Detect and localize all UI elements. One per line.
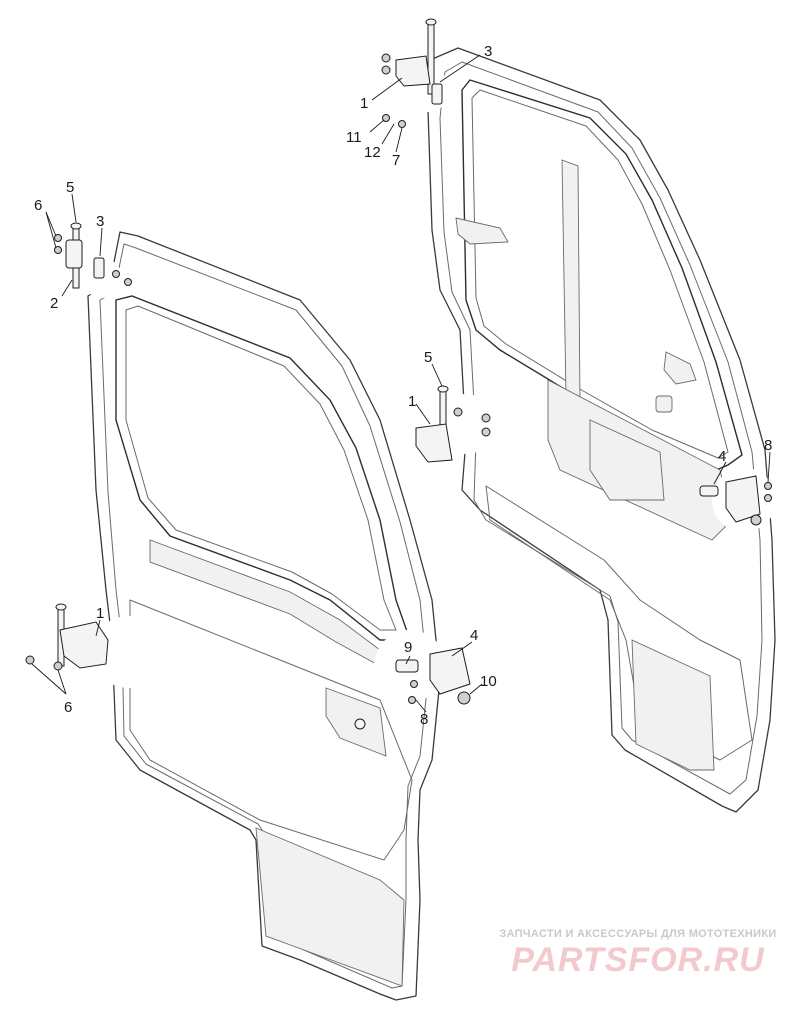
watermark-tagline: ЗАПЧАСТИ И АКСЕССУАРЫ ДЛЯ МОТОТЕХНИКИ bbox=[499, 928, 777, 940]
bolt-head bbox=[112, 270, 120, 278]
pin-washer bbox=[437, 385, 449, 393]
striker-bolt bbox=[699, 485, 719, 497]
right-door-inner-handle-recess bbox=[589, 419, 665, 501]
left-door-lower-panel bbox=[129, 599, 413, 861]
pin-washer bbox=[70, 222, 82, 230]
bolt-head bbox=[25, 655, 35, 665]
watermark: ЗАПЧАСТИ И АКСЕССУАРЫ ДЛЯ МОТОТЕХНИКИ PA… bbox=[488, 928, 788, 978]
right-door-pocket bbox=[631, 639, 715, 771]
callout-left-top-3: 3 bbox=[96, 213, 104, 230]
left-door-frame-inner-edge bbox=[99, 243, 429, 989]
bolt-head bbox=[398, 120, 406, 128]
callout-labels: 3 1 11 12 7 5 1 4 8 6 5 3 2 1 6 9 4 10 8 bbox=[34, 43, 772, 728]
right-door-window-inner bbox=[471, 89, 729, 459]
callout-right-latch-4: 4 bbox=[718, 448, 726, 465]
left-door-outer-view bbox=[87, 231, 441, 1001]
striker-bolt bbox=[395, 659, 419, 673]
latch-plate bbox=[429, 647, 471, 695]
bolt-head bbox=[481, 413, 491, 423]
hinge-bracket bbox=[415, 423, 453, 463]
leader-lines bbox=[31, 54, 771, 713]
callout-right-latch-8: 8 bbox=[764, 437, 772, 454]
callout-left-top-6: 6 bbox=[34, 197, 42, 214]
right-door-lock-button bbox=[655, 395, 673, 413]
callout-left-latch-8: 8 bbox=[420, 711, 428, 728]
bolt-head bbox=[453, 407, 463, 417]
callout-left-latch-4: 4 bbox=[470, 627, 478, 644]
right-door-lower-panel bbox=[485, 485, 753, 761]
bolt-head bbox=[382, 114, 390, 122]
callout-right-mid-1: 1 bbox=[408, 393, 416, 410]
bolt-head bbox=[481, 427, 491, 437]
callout-left-bottom-6: 6 bbox=[64, 699, 72, 716]
hinge-bracket bbox=[395, 55, 431, 87]
bolt-head bbox=[764, 494, 772, 502]
bolt-head bbox=[381, 53, 391, 63]
callout-right-top-12: 12 bbox=[364, 144, 381, 161]
bolt-head bbox=[54, 234, 62, 242]
right-door-inner-view bbox=[427, 47, 776, 813]
bolt-head bbox=[410, 680, 418, 688]
bolt-head bbox=[408, 696, 416, 704]
bolt-head bbox=[53, 661, 63, 671]
left-bottom-hinge-group bbox=[25, 603, 164, 688]
left-top-hinge-group bbox=[54, 222, 132, 298]
left-door-lock-cylinder bbox=[354, 718, 366, 730]
callout-right-mid-5: 5 bbox=[424, 349, 432, 366]
callout-right-top-7: 7 bbox=[392, 152, 400, 169]
latch-plate bbox=[725, 475, 761, 523]
left-door-window-inner bbox=[125, 305, 397, 631]
right-latch-group bbox=[699, 468, 776, 532]
hinge-plate bbox=[431, 83, 443, 105]
callout-left-top-5: 5 bbox=[66, 179, 74, 196]
callout-right-top-3: 3 bbox=[484, 43, 492, 60]
left-latch-group bbox=[374, 630, 471, 705]
pin-washer bbox=[55, 603, 67, 611]
right-door-lock-knob bbox=[663, 351, 697, 385]
callout-right-top-1: 1 bbox=[360, 95, 368, 112]
bolt-head bbox=[764, 482, 772, 490]
right-top-hinge-group bbox=[381, 18, 450, 128]
callout-left-latch-9: 9 bbox=[404, 639, 412, 656]
callout-left-latch-10: 10 bbox=[480, 673, 497, 690]
right-mid-hinge-group bbox=[415, 385, 496, 463]
bolt-head bbox=[381, 65, 391, 75]
right-door-upper-handle bbox=[455, 217, 509, 245]
bolt-head bbox=[124, 278, 132, 286]
bolt-head bbox=[54, 246, 62, 254]
hinge-leaf bbox=[65, 239, 83, 269]
pin-washer bbox=[425, 18, 437, 26]
left-door-lower-extension bbox=[255, 827, 405, 987]
latch-nut bbox=[750, 514, 762, 526]
hinge-plate bbox=[93, 257, 105, 279]
watermark-logo: PARTSFOR.RU bbox=[511, 941, 765, 979]
latch-nut bbox=[457, 691, 471, 705]
callout-left-bottom-1: 1 bbox=[96, 605, 104, 622]
callout-left-top-2: 2 bbox=[50, 295, 58, 312]
hinge-bracket bbox=[59, 621, 109, 669]
callout-right-top-11: 11 bbox=[346, 129, 362, 146]
